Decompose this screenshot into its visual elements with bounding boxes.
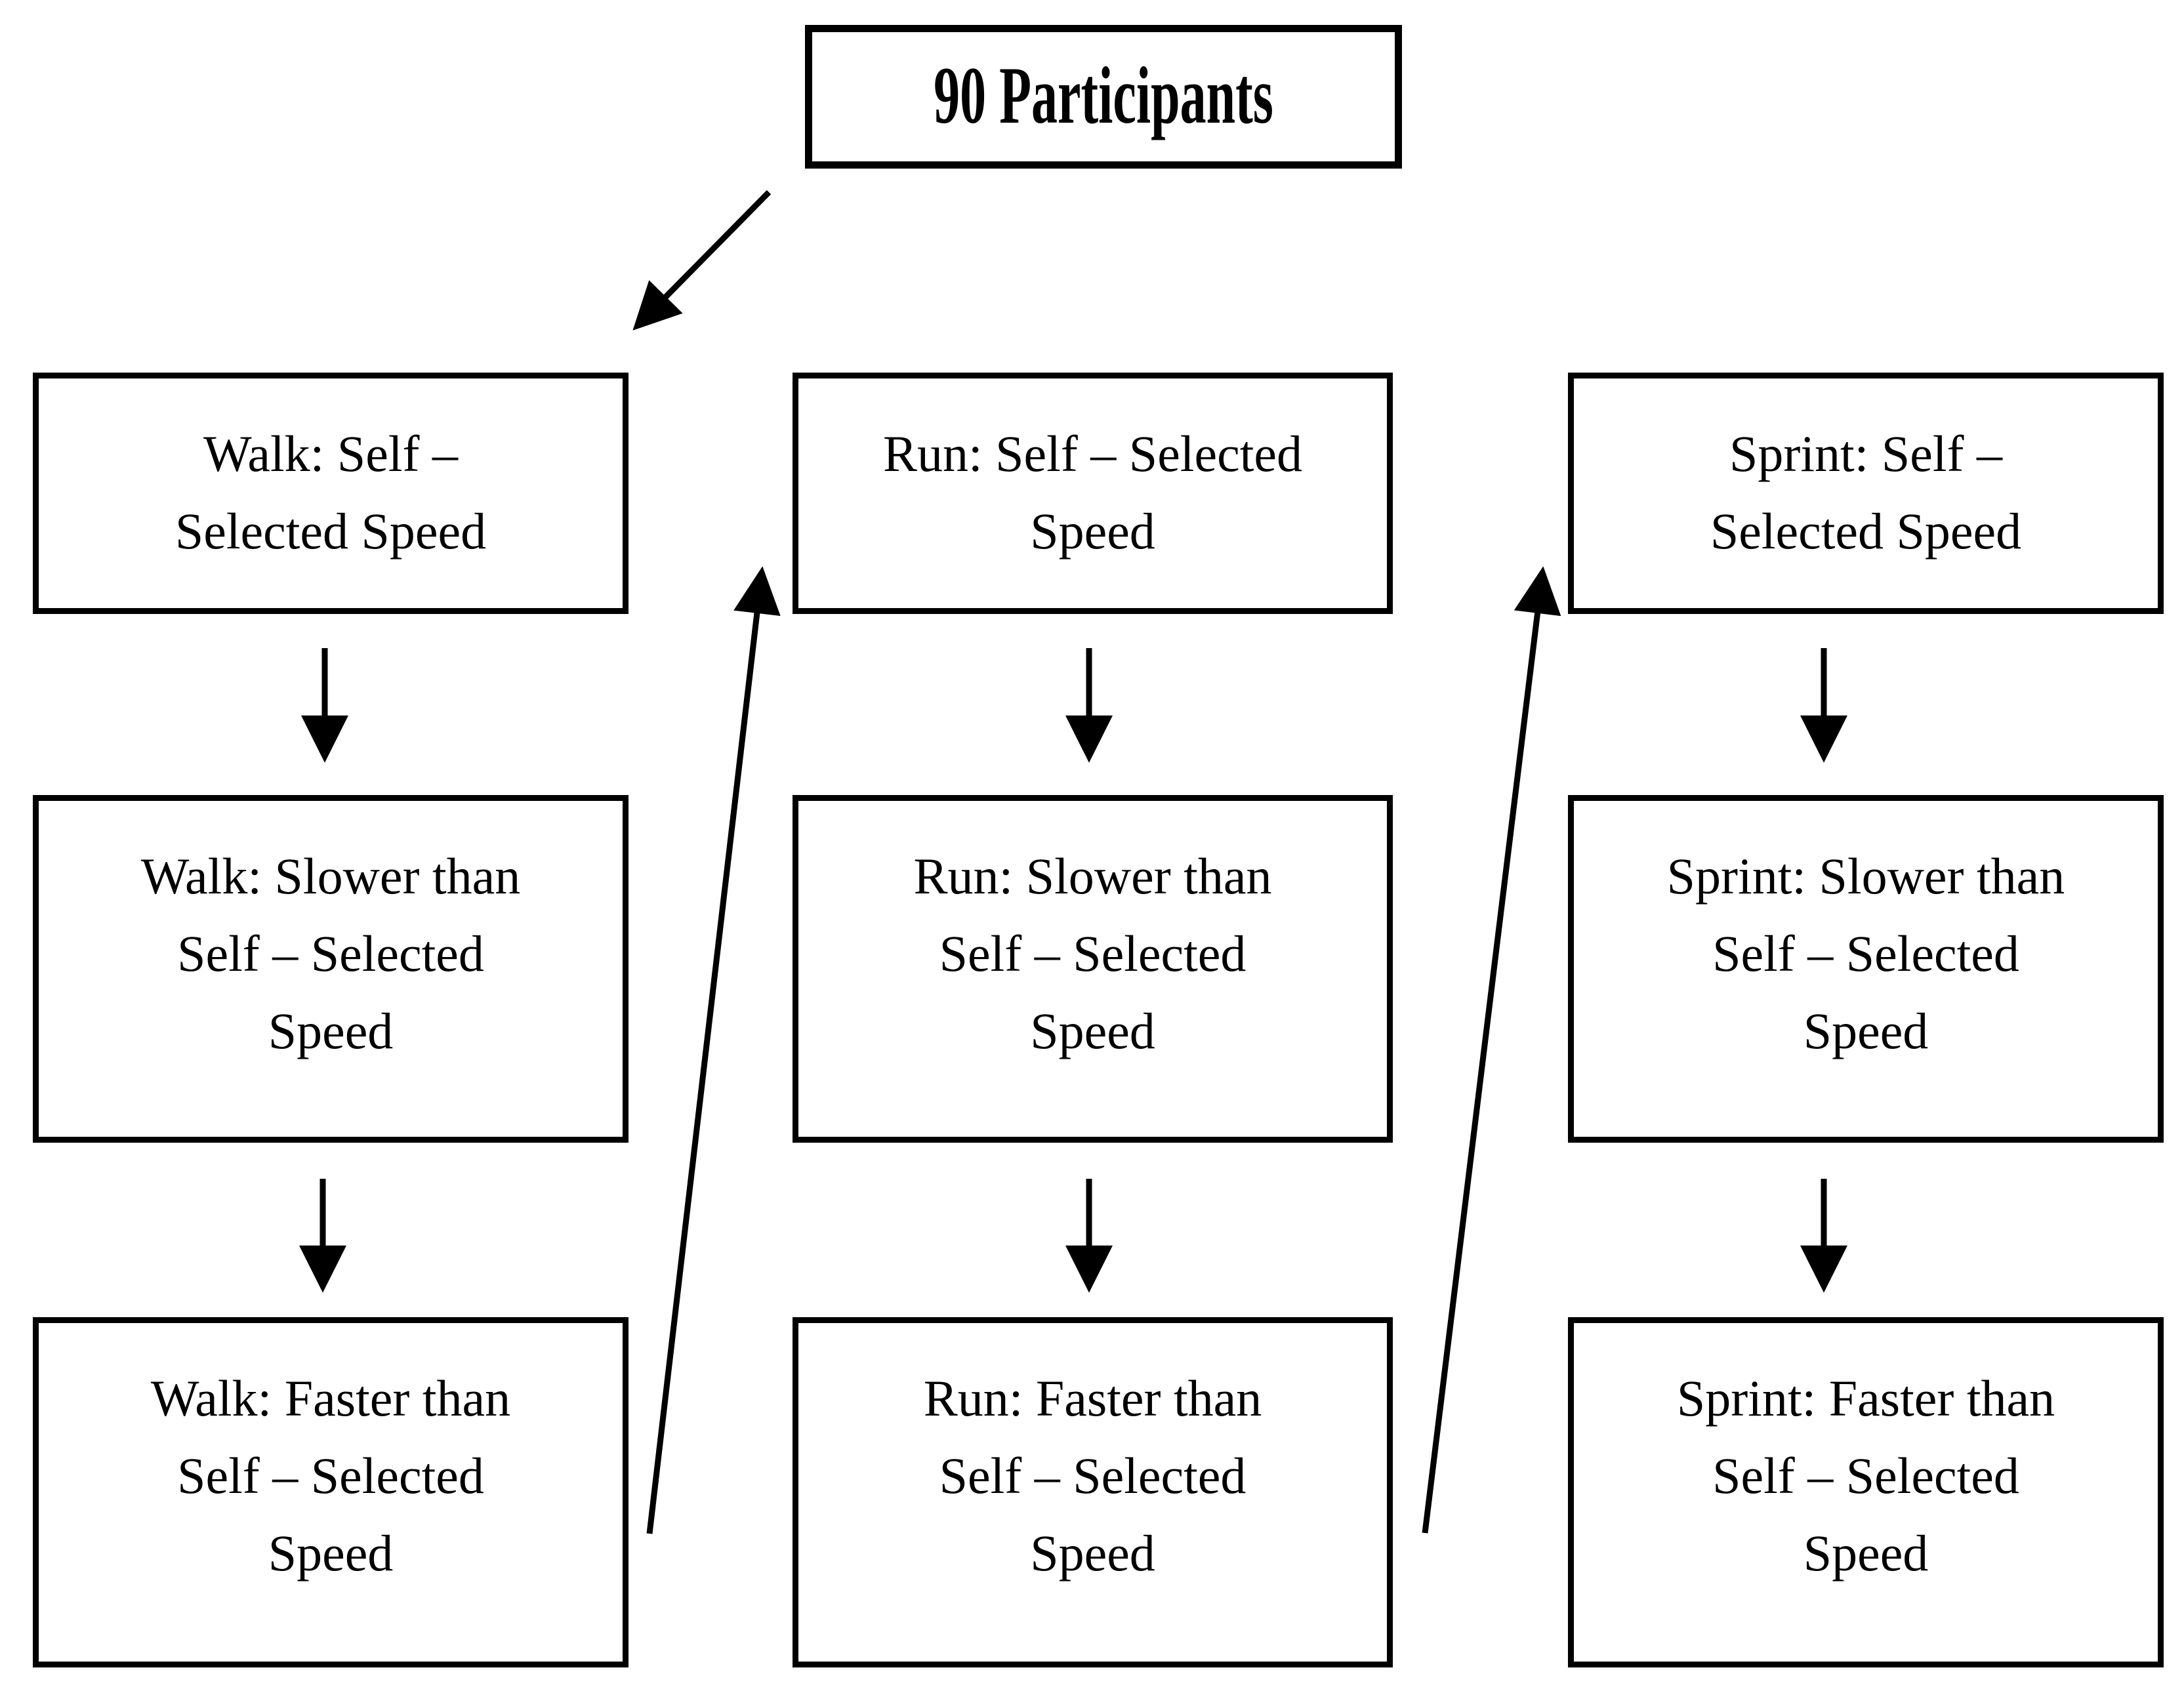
arrow-participants-to-walk-self: [632, 190, 772, 331]
box-text-line: Walk: Self –: [203, 425, 458, 482]
box-text-line: Walk: Slower than: [140, 848, 521, 905]
box-text-line: Self – Selected: [177, 925, 484, 982]
arrow-run-faster-to-sprint-self: [1422, 566, 1561, 1534]
participants-label: 90 Participants: [934, 51, 1273, 141]
box-text-line: Sprint: Faster than: [1676, 1370, 2055, 1427]
box-sprint-slower: Sprint: Slower than Self – Selected Spee…: [1568, 795, 2164, 1143]
box-text-line: Selected Speed: [175, 502, 487, 560]
box-text-line: Speed: [268, 1002, 394, 1059]
box-text-line: Speed: [1030, 1524, 1155, 1582]
box-text-line: Walk: Faster than: [150, 1370, 511, 1427]
participants-box: 90 Participants: [805, 25, 1402, 169]
box-text-line: Self – Selected: [1712, 925, 2019, 982]
box-text-line: Sprint: Self –: [1729, 425, 2002, 482]
box-text-line: Self – Selected: [177, 1447, 484, 1504]
box-text-line: Self – Selected: [939, 925, 1247, 982]
box-walk-self-selected: Walk: Self – Selected Speed: [33, 373, 628, 614]
box-run-slower: Run: Slower than Self – Selected Speed: [793, 795, 1393, 1143]
box-text-line: Speed: [1803, 1002, 1929, 1059]
box-sprint-self-selected: Sprint: Self – Selected Speed: [1568, 373, 2164, 614]
box-text-line: Speed: [1030, 502, 1155, 560]
box-text-line: Speed: [1803, 1524, 1929, 1582]
box-text-line: Self – Selected: [1712, 1447, 2019, 1504]
box-text-line: Speed: [1030, 1002, 1155, 1059]
box-walk-slower: Walk: Slower than Self – Selected Speed: [33, 795, 628, 1143]
arrow-walk-faster-to-run-self: [646, 566, 781, 1534]
box-text-line: Run: Faster than: [923, 1370, 1262, 1427]
box-text-line: Speed: [268, 1524, 394, 1582]
box-text-line: Run: Slower than: [913, 848, 1272, 905]
box-text-line: Sprint: Slower than: [1666, 848, 2065, 905]
box-sprint-faster: Sprint: Faster than Self – Selected Spee…: [1568, 1317, 2164, 1667]
box-text-line: Run: Self – Selected: [882, 425, 1303, 482]
box-text-line: Self – Selected: [939, 1447, 1247, 1504]
box-walk-faster: Walk: Faster than Self – Selected Speed: [33, 1317, 628, 1667]
box-text-line: Selected Speed: [1710, 502, 2022, 560]
box-run-self-selected: Run: Self – Selected Speed: [793, 373, 1393, 614]
box-run-faster: Run: Faster than Self – Selected Speed: [793, 1317, 1393, 1667]
